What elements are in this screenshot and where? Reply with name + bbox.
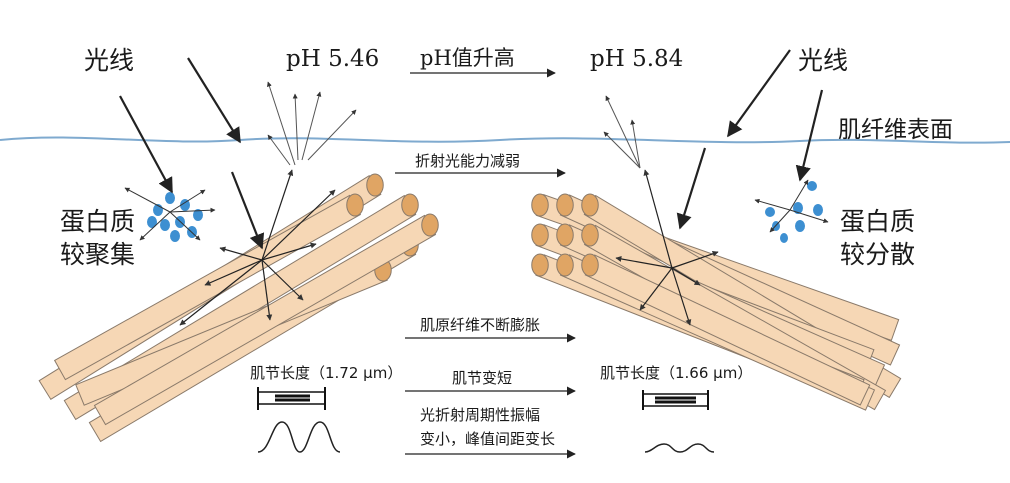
- protein-scatter-arrows-left: [124, 187, 216, 241]
- sarcomere-shorten-label: 肌节变短: [452, 369, 513, 387]
- fiber-end: [581, 223, 599, 247]
- sarcomere-symbol-left: [257, 387, 326, 410]
- refraction-wave-left: [257, 421, 341, 453]
- fiber-cylinder: [93, 214, 437, 426]
- fiber-end: [346, 193, 364, 217]
- left-fiber-bundle: [38, 173, 439, 443]
- fiber-end: [556, 253, 574, 277]
- process-arrows: [395, 68, 576, 459]
- refraction-wave-right: [644, 443, 715, 453]
- oscillation-label-line1: 光折射周期性振幅: [420, 406, 541, 424]
- fiber-end: [556, 223, 574, 247]
- sarcomere-length-right: 肌节长度（1.66 μm）: [600, 364, 753, 382]
- fiber-end: [581, 193, 599, 217]
- protein-aggregated-line1: 蛋白质: [60, 207, 136, 236]
- ph-label-right: pH 5.84: [590, 46, 684, 72]
- myofibril-swelling-label: 肌原纤维不断膨胀: [420, 316, 541, 334]
- fiber-cylinder: [53, 194, 362, 381]
- reflected-light-left: [267, 81, 357, 166]
- ph-label-left: pH 5.46: [286, 46, 380, 72]
- sarcomere-length-left: 肌节长度（1.72 μm）: [250, 364, 403, 382]
- light-label-left: 光线: [84, 46, 135, 75]
- fiber-end: [531, 253, 549, 277]
- protein-dispersed-line1: 蛋白质: [840, 207, 916, 236]
- protein-aggregated-line2: 较聚集: [60, 240, 136, 269]
- fiber-end: [421, 213, 439, 237]
- protein-scatter-arrows-right: [754, 179, 829, 233]
- protein-cluster-dispersed: [765, 181, 823, 243]
- incident-light-arrows: [119, 49, 824, 250]
- fiber-end: [531, 193, 549, 217]
- fiber-surface-line: [0, 136, 1010, 144]
- reflected-light-right: [603, 95, 641, 169]
- refracted-light-left: [179, 169, 336, 326]
- fiber-end: [581, 253, 599, 277]
- fiber-cylinder: [584, 254, 871, 406]
- fiber-end: [531, 223, 549, 247]
- surface-label: 肌纤维表面: [838, 117, 953, 143]
- ph-change-label: pH值升高: [420, 46, 515, 70]
- refraction-weak-label: 折射光能力减弱: [415, 152, 521, 170]
- fiber-end: [366, 173, 384, 197]
- oscillation-label-line2: 变小，峰值间距变长: [420, 430, 556, 448]
- right-fiber-bundle: [531, 193, 902, 411]
- light-label-right: 光线: [798, 46, 849, 75]
- protein-dispersed-line2: 较分散: [840, 240, 916, 269]
- refracted-light-right: [615, 169, 719, 326]
- fiber-end: [401, 193, 419, 217]
- fiber-end: [556, 193, 574, 217]
- sarcomere-symbol-right: [642, 390, 709, 410]
